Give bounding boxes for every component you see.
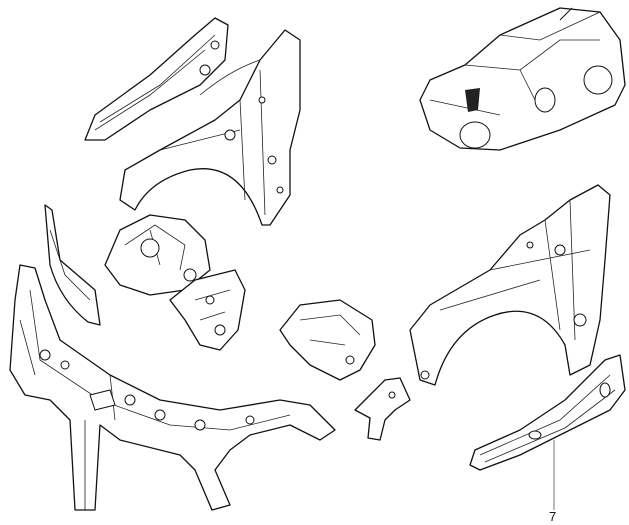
vehicle-locator-image bbox=[419, 7, 626, 151]
radiator-support-part bbox=[9, 264, 336, 511]
small-bracket-part bbox=[354, 377, 411, 441]
center-bracket-part bbox=[279, 299, 376, 381]
strut-tower-bracket-part bbox=[104, 214, 211, 296]
front-bracket-part bbox=[169, 269, 246, 351]
left-fender-apron-part bbox=[119, 29, 301, 226]
right-fender-apron-part bbox=[409, 184, 611, 386]
left-upper-rail-part bbox=[84, 17, 229, 141]
callout-number-7: 7 bbox=[549, 509, 557, 524]
left-closing-panel-part bbox=[44, 204, 101, 326]
right-front-rail-part bbox=[469, 354, 626, 471]
